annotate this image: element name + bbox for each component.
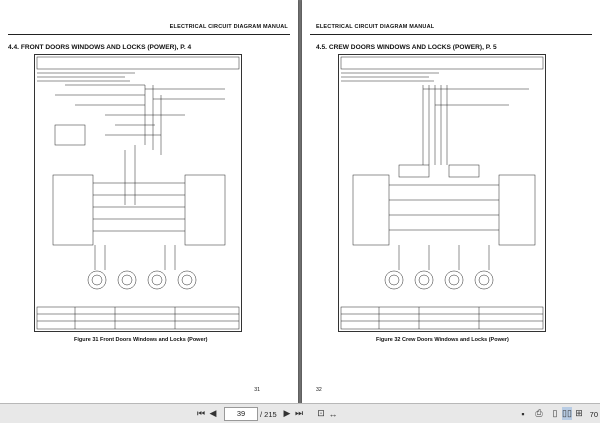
two-page-view-icon[interactable]: ▯▯ — [562, 407, 572, 420]
circuit-diagram-drawing — [36, 56, 240, 330]
single-page-view-icon[interactable]: ▯ — [552, 408, 558, 418]
header-rule — [310, 34, 592, 35]
figure-caption: Figure 32 Crew Doors Windows and Locks (… — [376, 337, 509, 343]
circuit-diagram-drawing — [340, 56, 544, 330]
page-number-input[interactable]: 39 — [224, 407, 258, 421]
print-icon[interactable]: ⎙ — [535, 408, 543, 418]
pdf-viewer-toolbar: ⏮ ◀ 39 / 215 ▶ ⏭ ⊡ ↔ ▪ ⎙ ▯ ▯▯ ⊞ 70 — [0, 403, 600, 423]
fit-page-icon[interactable]: ⊡ — [317, 408, 325, 418]
zoom-level[interactable]: 70 — [589, 410, 598, 419]
last-page-icon[interactable]: ⏭ — [294, 408, 304, 418]
next-page-icon[interactable]: ▶ — [283, 408, 291, 418]
previous-page-icon[interactable]: ◀ — [209, 408, 217, 418]
save-icon[interactable]: ▪ — [521, 408, 525, 419]
page-number: 31 — [254, 387, 260, 393]
page-number: 32 — [316, 387, 322, 393]
fit-width-icon[interactable]: ↔ — [328, 408, 338, 419]
total-pages: / 215 — [260, 410, 277, 419]
figure-caption: Figure 31 Front Doors Windows and Locks … — [74, 337, 208, 343]
left-page: ELECTRICAL CIRCUIT DIAGRAM MANUAL 4.4. F… — [0, 0, 298, 404]
section-title: 4.5. CREW DOORS WINDOWS AND LOCKS (POWER… — [316, 44, 497, 51]
section-title: 4.4. FRONT DOORS WINDOWS AND LOCKS (POWE… — [8, 44, 192, 51]
circuit-diagram-front-doors — [34, 54, 242, 332]
first-page-icon[interactable]: ⏮ — [196, 408, 206, 418]
circuit-diagram-crew-doors — [338, 54, 546, 332]
grid-view-icon[interactable]: ⊞ — [575, 408, 583, 418]
header-rule — [8, 34, 290, 35]
right-page: ELECTRICAL CIRCUIT DIAGRAM MANUAL 4.5. C… — [302, 0, 600, 404]
page-header: ELECTRICAL CIRCUIT DIAGRAM MANUAL — [169, 24, 288, 30]
page-header: ELECTRICAL CIRCUIT DIAGRAM MANUAL — [316, 24, 435, 30]
